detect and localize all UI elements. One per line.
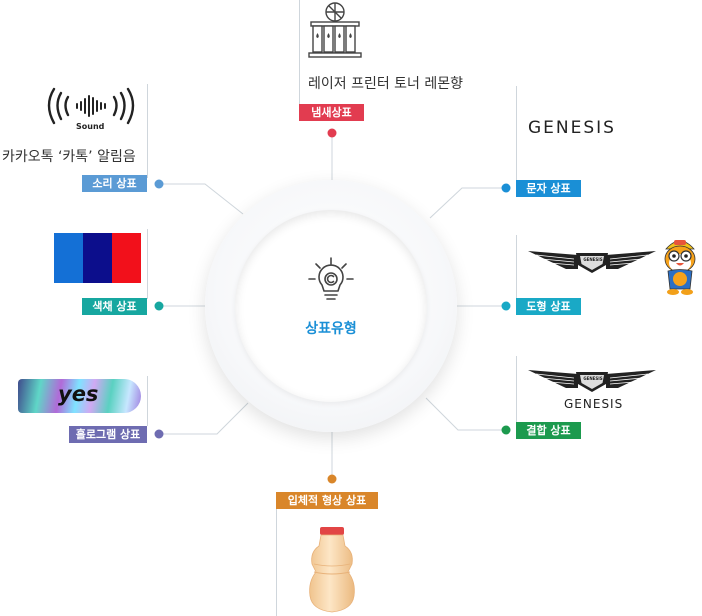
scent-vline xyxy=(299,0,300,121)
connector-dot-combined xyxy=(501,425,511,435)
center-circle-inner xyxy=(235,210,427,402)
genesis-wing-emblem-icon xyxy=(528,251,656,273)
color-vline xyxy=(147,229,148,299)
connector-dot-letter xyxy=(501,183,511,193)
connector-dot-shape3d xyxy=(327,474,337,484)
sound-wave-icon xyxy=(47,87,135,125)
connector-dot-color xyxy=(154,301,164,311)
letter-wordmark: GENESIS xyxy=(528,118,616,138)
color-swatch-3 xyxy=(112,233,141,283)
combined-vline xyxy=(516,356,517,422)
connector-letter xyxy=(429,187,506,219)
connector-dot-figure xyxy=(501,301,511,311)
color-swatch-2 xyxy=(83,233,112,283)
hologram-logo: yes xyxy=(18,379,141,413)
scent-caption: 레이저 프린터 토너 레몬향 xyxy=(308,76,464,92)
shape3d-vline xyxy=(276,509,277,616)
color-swatches xyxy=(54,233,141,283)
combined-wordmark: GENESIS xyxy=(564,397,624,411)
penguin-character-icon xyxy=(664,240,696,295)
figure-tag: 도형 상표 xyxy=(516,298,581,315)
connector-dot-sound xyxy=(154,179,164,189)
connector-sound xyxy=(159,183,244,215)
color-swatch-1 xyxy=(54,233,83,283)
genesis-wing-emblem-icon xyxy=(528,370,656,392)
sound-vline xyxy=(147,84,148,178)
connector-dot-scent xyxy=(327,128,337,138)
hologram-tag: 홀로그램 상표 xyxy=(69,426,147,443)
sound-tag: 소리 상표 xyxy=(82,175,147,192)
hologram-vline xyxy=(147,376,148,426)
color-tag: 색채 상표 xyxy=(82,298,147,315)
letter-vline xyxy=(516,86,517,182)
figure-emblem-text: GENESIS xyxy=(583,257,603,262)
lightbulb-copyright-icon xyxy=(308,257,354,300)
letter-tag: 문자 상표 xyxy=(516,180,581,197)
connector-dot-hologram xyxy=(154,429,164,439)
combined-emblem-text: GENESIS xyxy=(583,376,603,381)
combined-tag: 결합 상표 xyxy=(516,422,581,439)
sound-word: Sound xyxy=(76,122,105,131)
connector-combined xyxy=(425,397,506,431)
center-title: 상표유형 xyxy=(305,321,357,337)
sound-caption: 카카오톡 ‘카톡’ 알림음 xyxy=(2,149,136,165)
printer-lemon-icon xyxy=(308,2,362,58)
connector-hologram xyxy=(159,402,249,435)
scent-tag: 냄새상표 xyxy=(299,104,364,121)
yogurt-bottle-icon xyxy=(309,527,355,613)
hologram-logo-text: yes xyxy=(58,382,99,406)
figure-vline xyxy=(516,235,517,300)
shape3d-tag: 입체적 형상 상표 xyxy=(276,492,378,509)
